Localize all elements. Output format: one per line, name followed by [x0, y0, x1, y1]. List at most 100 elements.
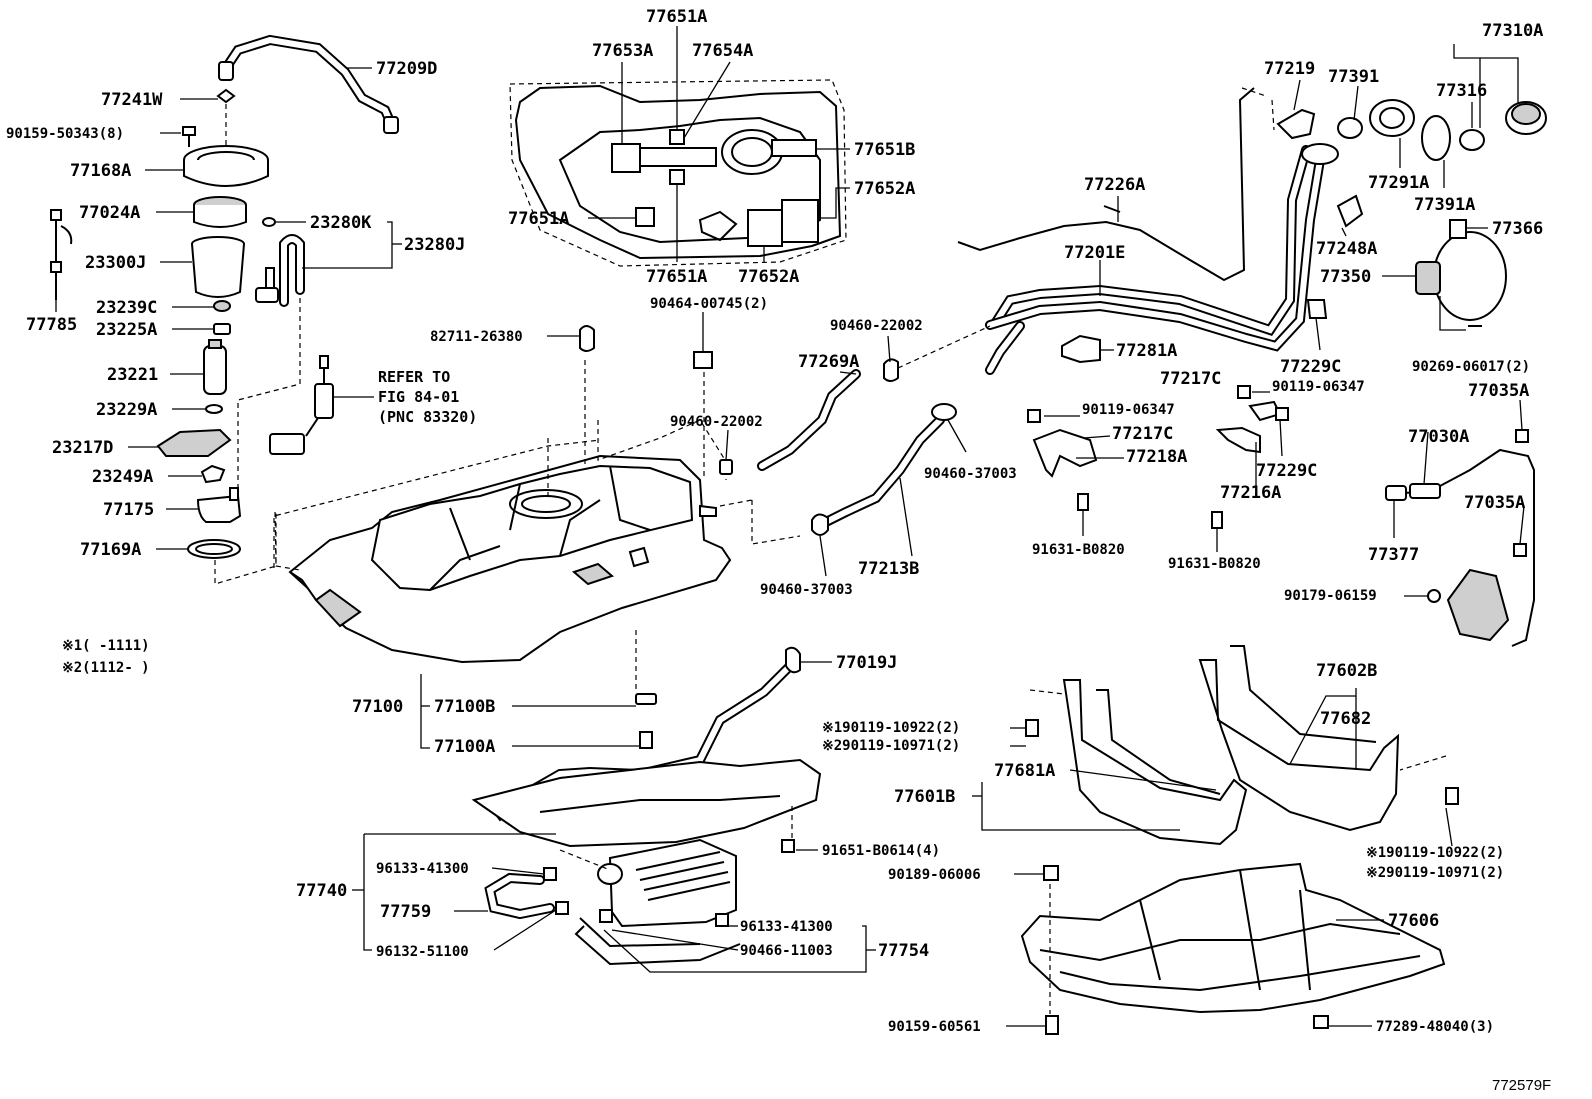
label-23217D: 23217D [52, 438, 113, 458]
label-77035A-a: 77035A [1468, 381, 1529, 401]
label-90119-06347-b: 90119-06347 [1082, 402, 1175, 418]
label-77289-48040: 77289-48040(3) [1376, 1019, 1494, 1035]
label-77602B: 77602B [1316, 661, 1377, 681]
label-77651A-left: 77651A [508, 209, 569, 229]
label-77213B: 77213B [858, 559, 919, 579]
label-77168A: 77168A [70, 161, 131, 181]
label-77651A-bottom: 77651A [646, 267, 707, 287]
label-77754: 77754 [878, 941, 929, 961]
label-77366: 77366 [1492, 219, 1543, 239]
label-77035A-b: 77035A [1464, 493, 1525, 513]
note-2: ※2(1112- ) [62, 660, 150, 676]
refer-note-line-1: REFER TO [378, 368, 450, 386]
tank-bands-drawing [1025, 645, 1459, 846]
label-90269-06017: 90269-06017(2) [1412, 359, 1530, 375]
label-90119-10971-b: ※290119-10971(2) [1366, 865, 1504, 881]
label-77226A: 77226A [1084, 175, 1145, 195]
under-cover-drawing [1020, 862, 1446, 1035]
label-77601B: 77601B [894, 787, 955, 807]
refer-note-line-3: (PNC 83320) [378, 408, 477, 426]
label-77652A-bottom: 77652A [738, 267, 799, 287]
label-77310A: 77310A [1482, 21, 1543, 41]
label-90119-10971-a: ※290119-10971(2) [822, 738, 960, 754]
label-77651B: 77651B [854, 140, 915, 160]
label-77217C-b: 77217C [1112, 424, 1173, 444]
label-90119-10922-a: ※190119-10922(2) [822, 720, 960, 736]
label-90159-60561: 90159-60561 [888, 1019, 981, 1035]
label-77218A: 77218A [1126, 447, 1187, 467]
label-77100B: 77100B [434, 697, 495, 717]
label-77606: 77606 [1388, 911, 1439, 931]
label-77024A: 77024A [79, 203, 140, 223]
label-77377: 77377 [1368, 545, 1419, 565]
label-77291A: 77291A [1368, 173, 1429, 193]
label-90159-50343: 90159-50343(8) [6, 126, 124, 142]
label-77682: 77682 [1320, 709, 1371, 729]
label-77217C-a: 77217C [1160, 369, 1221, 389]
label-96133-41300-a: 96133-41300 [376, 861, 469, 877]
label-90460-37003-a: 90460-37003 [924, 466, 1017, 482]
label-82711-26380: 82711-26380 [430, 329, 523, 345]
label-77651A-top: 77651A [646, 7, 707, 27]
label-23221: 23221 [107, 365, 158, 385]
label-77169A: 77169A [80, 540, 141, 560]
label-77219: 77219 [1264, 59, 1315, 79]
label-23239C: 23239C [96, 298, 157, 318]
fuel-pump-assembly-drawing [50, 34, 399, 585]
label-77248A: 77248A [1316, 239, 1377, 259]
label-23229A: 23229A [96, 400, 157, 420]
label-77201E: 77201E [1064, 243, 1125, 263]
label-77391: 77391 [1328, 67, 1379, 87]
part-labels: 77209D 77241W 90159-50343(8) 77168A 7702… [6, 7, 1551, 1094]
label-77216A: 77216A [1220, 483, 1281, 503]
label-77269A: 77269A [798, 352, 859, 372]
figure-id: 772579F [1492, 1077, 1551, 1094]
label-23249A: 23249A [92, 467, 153, 487]
label-77350: 77350 [1320, 267, 1371, 287]
label-90460-22002-a: 90460-22002 [830, 318, 923, 334]
label-77740: 77740 [296, 881, 347, 901]
label-77652A-right: 77652A [854, 179, 915, 199]
label-77391A: 77391A [1414, 195, 1475, 215]
label-90460-22002-b: 90460-22002 [670, 414, 763, 430]
label-90119-10922-b: ※190119-10922(2) [1366, 845, 1504, 861]
label-90460-37003-b: 90460-37003 [760, 582, 853, 598]
label-90179-06159: 90179-06159 [1284, 588, 1377, 604]
fuel-tank-drawing [273, 325, 801, 664]
label-90464-00745: 90464-00745(2) [650, 296, 768, 312]
label-23300J: 23300J [85, 253, 146, 273]
label-77209D: 77209D [376, 59, 437, 79]
label-77316: 77316 [1436, 81, 1487, 101]
label-77785: 77785 [26, 315, 77, 335]
label-90189-06006: 90189-06006 [888, 867, 981, 883]
label-77100A: 77100A [434, 737, 495, 757]
note-1: ※1( -1111) [62, 638, 150, 654]
label-91631-B0820-b: 91631-B0820 [1168, 556, 1261, 572]
label-23280J: 23280J [404, 235, 465, 255]
label-77653A: 77653A [592, 41, 653, 61]
tank-top-inset-drawing [509, 79, 847, 267]
label-77654A: 77654A [692, 41, 753, 61]
label-77019J: 77019J [836, 653, 897, 673]
label-77681A: 77681A [994, 761, 1055, 781]
label-96132-51100: 96132-51100 [376, 944, 469, 960]
label-23280K: 23280K [310, 213, 372, 233]
label-96133-41300-b: 96133-41300 [740, 919, 833, 935]
label-77175: 77175 [103, 500, 154, 520]
leader-lines [55, 26, 1525, 1027]
label-90466-11003: 90466-11003 [740, 943, 833, 959]
filler-pipe-drawing [757, 87, 1547, 647]
label-77100: 77100 [352, 697, 403, 717]
label-77759: 77759 [380, 902, 431, 922]
label-90119-06347-a: 90119-06347 [1272, 379, 1365, 395]
label-77241W: 77241W [101, 90, 163, 110]
label-91631-B0820-a: 91631-B0820 [1032, 542, 1125, 558]
label-77229C-b: 77229C [1256, 461, 1317, 481]
label-91651-B0614: 91651-B0614(4) [822, 843, 940, 859]
label-77281A: 77281A [1116, 341, 1177, 361]
label-77229C-a: 77229C [1280, 357, 1341, 377]
label-77030A: 77030A [1408, 427, 1469, 447]
label-23225A: 23225A [96, 320, 157, 340]
canister-drawing [471, 630, 822, 966]
